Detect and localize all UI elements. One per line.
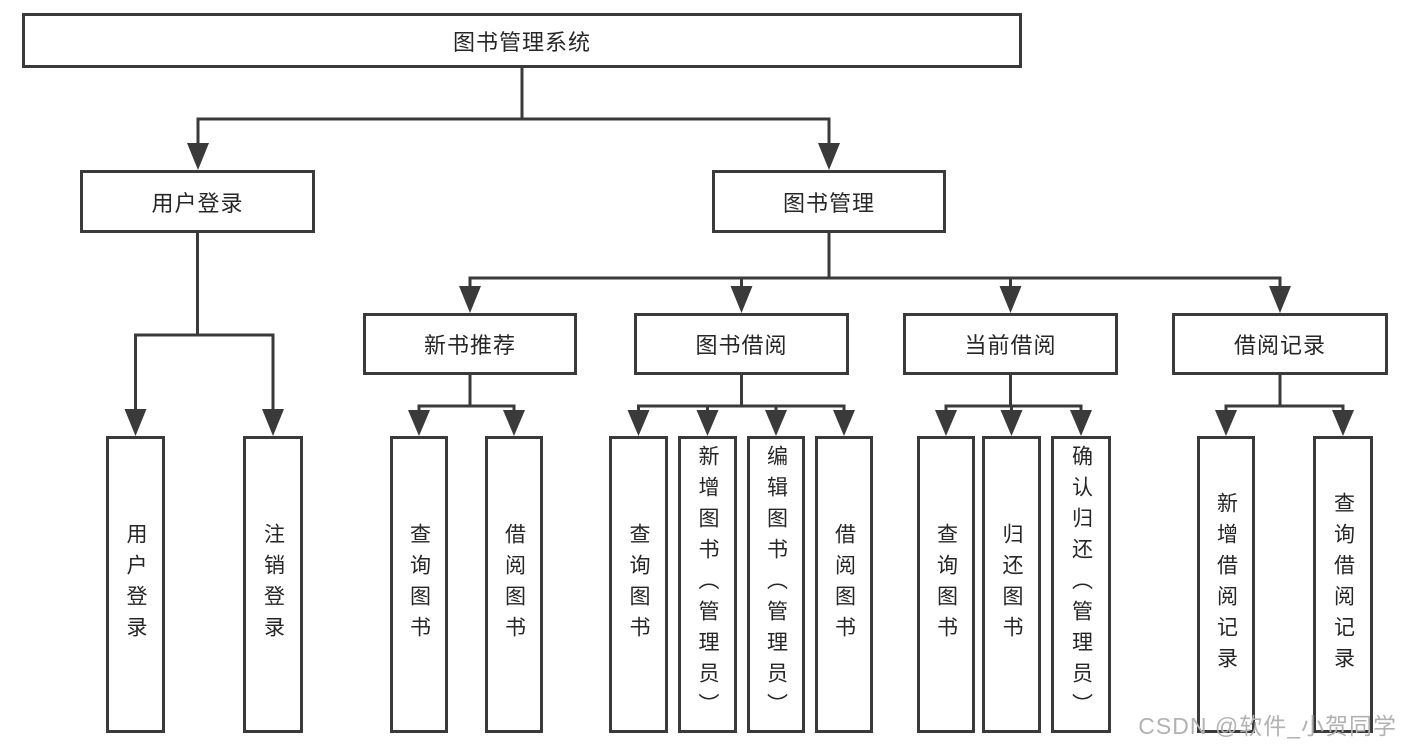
connector-book-borrowing — [627, 373, 855, 436]
connector-user-login — [124, 232, 284, 436]
leaf-borrowing-add-books-admin: 新增图书（管理员） — [678, 436, 737, 733]
csdn-watermark: CSDN @软件_小贺同学 — [1138, 713, 1397, 739]
leaf-current-query-books: 查询图书 — [917, 436, 975, 733]
leaf-current-confirm-return-admin: 确认归还（管理员） — [1051, 436, 1111, 733]
leaf-current-return-books: 归还图书 — [982, 436, 1041, 733]
node-label: 归还图书 — [1000, 522, 1023, 647]
leaf-borrowing-borrow-books: 借阅图书 — [815, 436, 873, 733]
node-label: 图书管理 — [782, 190, 875, 216]
node-label: 确认归还（管理员） — [1069, 445, 1093, 724]
node-label: 图书借阅 — [695, 333, 788, 358]
node-label: 当前借阅 — [964, 333, 1057, 358]
connector-root — [187, 67, 840, 170]
leaf-logout: 注销登录 — [243, 436, 303, 733]
connector-current-borrowing — [935, 373, 1092, 436]
node-label: 注销登录 — [261, 522, 285, 647]
node-label: 查询图书 — [627, 522, 650, 647]
connector-borrowing-records — [1215, 373, 1354, 436]
node-label: 借阅记录 — [1233, 333, 1326, 358]
node-new-book-recommend: 新书推荐 — [363, 313, 577, 375]
node-label: 新书推荐 — [423, 333, 516, 358]
leaf-records-query-record: 查询借阅记录 — [1313, 436, 1373, 733]
node-label: 借阅图书 — [832, 522, 856, 647]
node-label: 用户登录 — [124, 522, 147, 647]
node-label: 图书管理系统 — [452, 29, 591, 55]
leaf-newbooks-query-books: 查询图书 — [390, 436, 448, 733]
connector-book-management — [459, 232, 1291, 313]
leaf-records-add-record: 新增借阅记录 — [1197, 436, 1255, 733]
node-label: 查询图书 — [934, 522, 958, 647]
node-label: 查询图书 — [407, 522, 431, 647]
leaf-borrowing-query-books: 查询图书 — [609, 436, 668, 733]
node-label: 编辑图书（管理员） — [764, 445, 788, 724]
node-borrowing-records: 借阅记录 — [1172, 313, 1388, 375]
node-label: 新增图书（管理员） — [696, 445, 719, 724]
node-book-management: 图书管理 — [712, 170, 946, 233]
leaf-borrowing-edit-books-admin: 编辑图书（管理员） — [747, 436, 805, 733]
node-label: 查询借阅记录 — [1331, 491, 1355, 678]
node-user-login: 用户登录 — [80, 170, 315, 233]
node-label: 用户登录 — [151, 190, 244, 216]
leaf-user-login: 用户登录 — [106, 436, 165, 733]
node-label: 借阅图书 — [502, 522, 526, 647]
node-label: 新增借阅记录 — [1214, 491, 1238, 678]
node-book-borrowing: 图书借阅 — [634, 313, 849, 375]
node-current-borrowing: 当前借阅 — [903, 313, 1118, 375]
connector-new-book-recommend — [408, 373, 525, 436]
node-library-system: 图书管理系统 — [22, 13, 1022, 68]
leaf-newbooks-borrow-books: 借阅图书 — [485, 436, 543, 733]
